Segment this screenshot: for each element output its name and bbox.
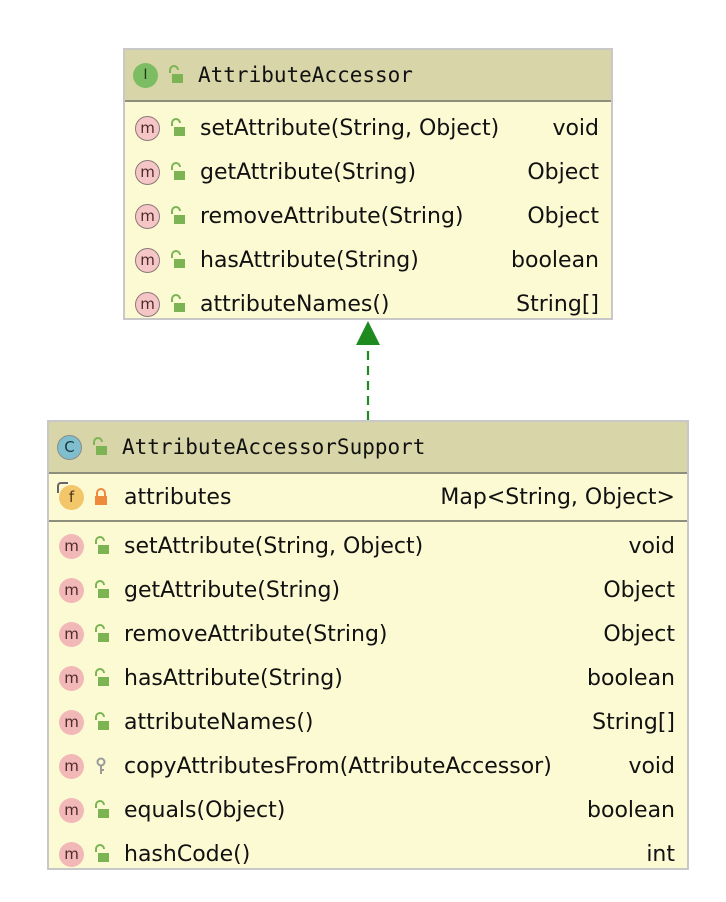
method-name: removeAttribute(String) — [200, 203, 464, 229]
abstract-method-icon: m — [135, 159, 160, 185]
interface-name: AttributeAccessor — [198, 63, 413, 87]
public-lock-icon — [95, 800, 109, 818]
public-lock-icon — [95, 668, 109, 686]
class-method-row[interactable]: m hasAttribute(String) boolean — [49, 656, 687, 700]
method-return-type: boolean — [587, 797, 675, 823]
class-field-row[interactable]: f attributes Map<String, Object> — [49, 474, 687, 520]
public-lock-icon — [95, 580, 109, 598]
method-return-type: boolean — [511, 247, 599, 273]
public-lock-icon — [171, 294, 185, 312]
field-type: Map<String, Object> — [440, 484, 675, 510]
interface-method-row[interactable]: m attributeNames() String[] — [125, 282, 611, 326]
interface-header: I AttributeAccessor — [125, 50, 611, 102]
method-return-type: void — [552, 115, 599, 141]
method-return-type: String[] — [592, 709, 675, 735]
method-icon: m — [59, 577, 84, 603]
class-box[interactable]: C AttributeAccessorSupport f attributes Ma… — [47, 420, 689, 870]
class-method-row[interactable]: m copyAttributesFrom(AttributeAccessor) vo… — [49, 744, 687, 788]
class-method-row[interactable]: m attributeNames() String[] — [49, 700, 687, 744]
interface-method-row[interactable]: m hasAttribute(String) boolean — [125, 238, 611, 282]
public-lock-icon — [169, 65, 183, 83]
class-icon: C — [57, 434, 82, 460]
interface-box[interactable]: I AttributeAccessor m setAttribute(String… — [123, 48, 613, 320]
interface-method-row[interactable]: m getAttribute(String) Object — [125, 150, 611, 194]
class-method-row[interactable]: m hashCode() int — [49, 832, 687, 876]
method-return-type: int — [646, 841, 675, 867]
method-name: getAttribute(String) — [124, 577, 341, 603]
class-method-row[interactable]: m setAttribute(String, Object) void — [49, 524, 687, 568]
method-icon: m — [59, 797, 84, 823]
method-return-type: Object — [603, 621, 675, 647]
method-name: removeAttribute(String) — [124, 621, 388, 647]
method-icon: m — [59, 665, 84, 691]
interface-icon: I — [133, 62, 158, 88]
method-return-type: Object — [603, 577, 675, 603]
interface-method-row[interactable]: m setAttribute(String, Object) void — [125, 106, 611, 150]
method-name: attributeNames() — [200, 291, 390, 317]
public-lock-icon — [95, 844, 109, 862]
class-field-list: f attributes Map<String, Object> — [49, 474, 687, 520]
method-icon: m — [59, 621, 84, 647]
abstract-method-icon: m — [135, 203, 160, 229]
public-lock-icon — [95, 712, 109, 730]
field-method-divider — [49, 520, 687, 522]
method-icon: m — [59, 753, 84, 779]
method-return-type: Object — [527, 203, 599, 229]
public-lock-icon — [171, 118, 185, 136]
method-return-type: void — [628, 753, 675, 779]
method-name: equals(Object) — [124, 797, 286, 823]
public-lock-icon — [171, 206, 185, 224]
method-icon: m — [59, 841, 84, 867]
class-header: C AttributeAccessorSupport — [49, 422, 687, 474]
abstract-method-icon: m — [135, 247, 160, 273]
method-icon: m — [59, 709, 84, 735]
method-name: copyAttributesFrom(AttributeAccessor) — [124, 753, 552, 779]
interface-method-row[interactable]: m removeAttribute(String) Object — [125, 194, 611, 238]
method-name: setAttribute(String, Object) — [200, 115, 500, 141]
public-lock-icon — [93, 437, 107, 455]
private-lock-icon — [95, 488, 107, 505]
method-return-type: Object — [527, 159, 599, 185]
public-lock-icon — [95, 536, 109, 554]
method-return-type: String[] — [516, 291, 599, 317]
interface-method-list: m setAttribute(String, Object) void m getAtt… — [125, 102, 611, 326]
method-icon: m — [59, 533, 84, 559]
class-method-row[interactable]: m equals(Object) boolean — [49, 788, 687, 832]
field-name: attributes — [124, 484, 232, 510]
method-name: attributeNames() — [124, 709, 314, 735]
arrow-head — [356, 321, 380, 345]
class-name: AttributeAccessorSupport — [122, 435, 426, 459]
method-name: getAttribute(String) — [200, 159, 417, 185]
public-lock-icon — [171, 250, 185, 268]
method-return-type: boolean — [587, 665, 675, 691]
method-name: hasAttribute(String) — [200, 247, 419, 273]
method-return-type: void — [628, 533, 675, 559]
class-method-list: m setAttribute(String, Object) void m getAtt… — [49, 522, 687, 876]
class-method-row[interactable]: m removeAttribute(String) Object — [49, 612, 687, 656]
abstract-method-icon: m — [135, 291, 160, 317]
field-icon: f — [59, 484, 84, 510]
method-name: hashCode() — [124, 841, 251, 867]
abstract-method-icon: m — [135, 115, 160, 141]
method-name: hasAttribute(String) — [124, 665, 343, 691]
method-name: setAttribute(String, Object) — [124, 533, 424, 559]
protected-key-icon — [96, 757, 106, 774]
class-method-row[interactable]: m getAttribute(String) Object — [49, 568, 687, 612]
public-lock-icon — [95, 624, 109, 642]
public-lock-icon — [171, 162, 185, 180]
